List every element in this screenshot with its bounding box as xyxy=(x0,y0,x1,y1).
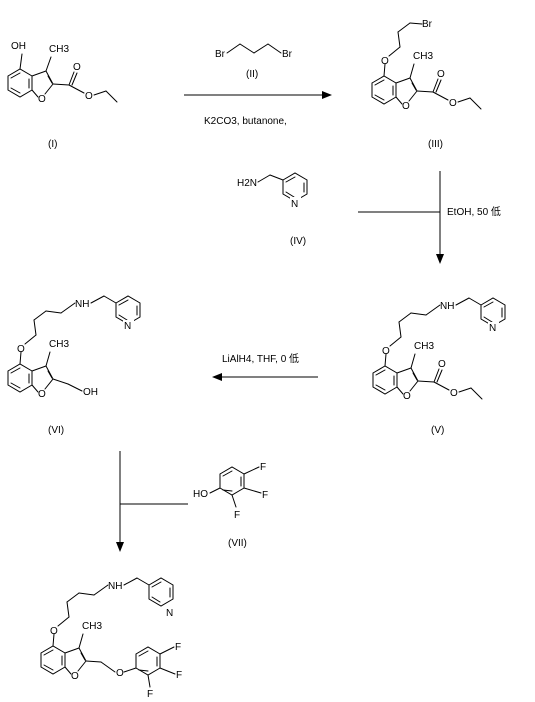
hydroxyl-label: OH xyxy=(11,41,26,52)
ester-oxygen-label: O xyxy=(85,91,93,102)
compound-vi-label: (VI) xyxy=(48,425,64,436)
bromine-label-2: Br xyxy=(282,49,293,60)
ring-oxygen-label: O xyxy=(38,94,46,105)
compound-i-label: (I) xyxy=(48,139,57,150)
ring-oxygen-label: O xyxy=(38,389,46,400)
compound-v-label: (V) xyxy=(431,425,444,436)
reaction-arrow-1 xyxy=(184,91,332,99)
bromine-label: Br xyxy=(422,19,433,30)
amine-nh-label: NH xyxy=(75,299,89,310)
compound-iv: H2N N (IV) xyxy=(237,172,308,247)
amine-nh-label: NH xyxy=(440,301,454,312)
pyridine-nitrogen-label: N xyxy=(291,199,298,210)
ether-oxygen-label: O xyxy=(17,344,25,355)
fluorine-label-2: F xyxy=(262,490,268,501)
ether-oxygen-label: O xyxy=(50,626,58,637)
hydroxyl-label: HO xyxy=(193,489,208,500)
conditions-step-1: K2CO3, butanone, xyxy=(204,116,287,127)
reaction-arrow-3 xyxy=(212,373,318,381)
methyl-label: CH3 xyxy=(49,339,69,350)
pyridine-nitrogen-label: N xyxy=(166,608,173,619)
carbonyl-oxygen-label: O xyxy=(73,62,81,73)
fluorine-label-3: F xyxy=(234,510,240,521)
carbonyl-oxygen-label: O xyxy=(438,359,446,370)
carbonyl-oxygen-label: O xyxy=(437,69,445,80)
pyridine-nitrogen-label: N xyxy=(124,321,131,332)
compound-ii: Br Br (II) xyxy=(215,43,293,80)
product: NH N O CH3 O O F F F xyxy=(40,577,182,700)
pyridine-nitrogen-label: N xyxy=(489,323,496,334)
methyl-label: CH3 xyxy=(82,621,102,632)
amine-nh-label: NH xyxy=(108,581,122,592)
fluorine-label-1: F xyxy=(260,462,266,473)
compound-v: NH N O CH3 O O O (V) xyxy=(372,297,506,436)
ring-oxygen-label: O xyxy=(402,101,410,112)
hydroxyl-label: OH xyxy=(83,387,98,398)
reaction-arrow-4 xyxy=(116,451,188,552)
compound-vii: HO F F F (VII) xyxy=(193,462,268,549)
reaction-arrow-2 xyxy=(358,171,444,264)
bromine-label-1: Br xyxy=(215,49,226,60)
methyl-label: CH3 xyxy=(49,44,69,55)
conditions-step-2: EtOH, 50 低 xyxy=(447,205,501,218)
compound-iv-label: (IV) xyxy=(290,236,306,247)
methyl-label: CH3 xyxy=(413,51,433,62)
compound-vii-label: (VII) xyxy=(228,538,247,549)
amine-label: H2N xyxy=(237,178,257,189)
ether-oxygen-label: O xyxy=(381,56,389,67)
conditions-step-3: LiAlH4, THF, 0 低 xyxy=(222,352,299,365)
ring-oxygen-label: O xyxy=(403,391,411,402)
compound-iii: Br O CH3 O O O (III) xyxy=(371,19,482,150)
methyl-label: CH3 xyxy=(414,341,434,352)
fluorine-label-3: F xyxy=(147,689,153,700)
compound-iii-label: (III) xyxy=(428,139,443,150)
linker-oxygen-label: O xyxy=(116,668,124,679)
compound-ii-label: (II) xyxy=(246,69,258,80)
ester-oxygen-label: O xyxy=(449,98,457,109)
compound-vi: NH N O CH3 O OH (VI) xyxy=(7,295,141,436)
compound-i: OH CH3 O O O (I) xyxy=(7,41,118,150)
ring-oxygen-label: O xyxy=(71,671,79,682)
fluorine-label-2: F xyxy=(176,670,182,681)
ester-oxygen-label: O xyxy=(450,388,458,399)
ether-oxygen-label: O xyxy=(382,346,390,357)
fluorine-label-1: F xyxy=(175,642,181,653)
